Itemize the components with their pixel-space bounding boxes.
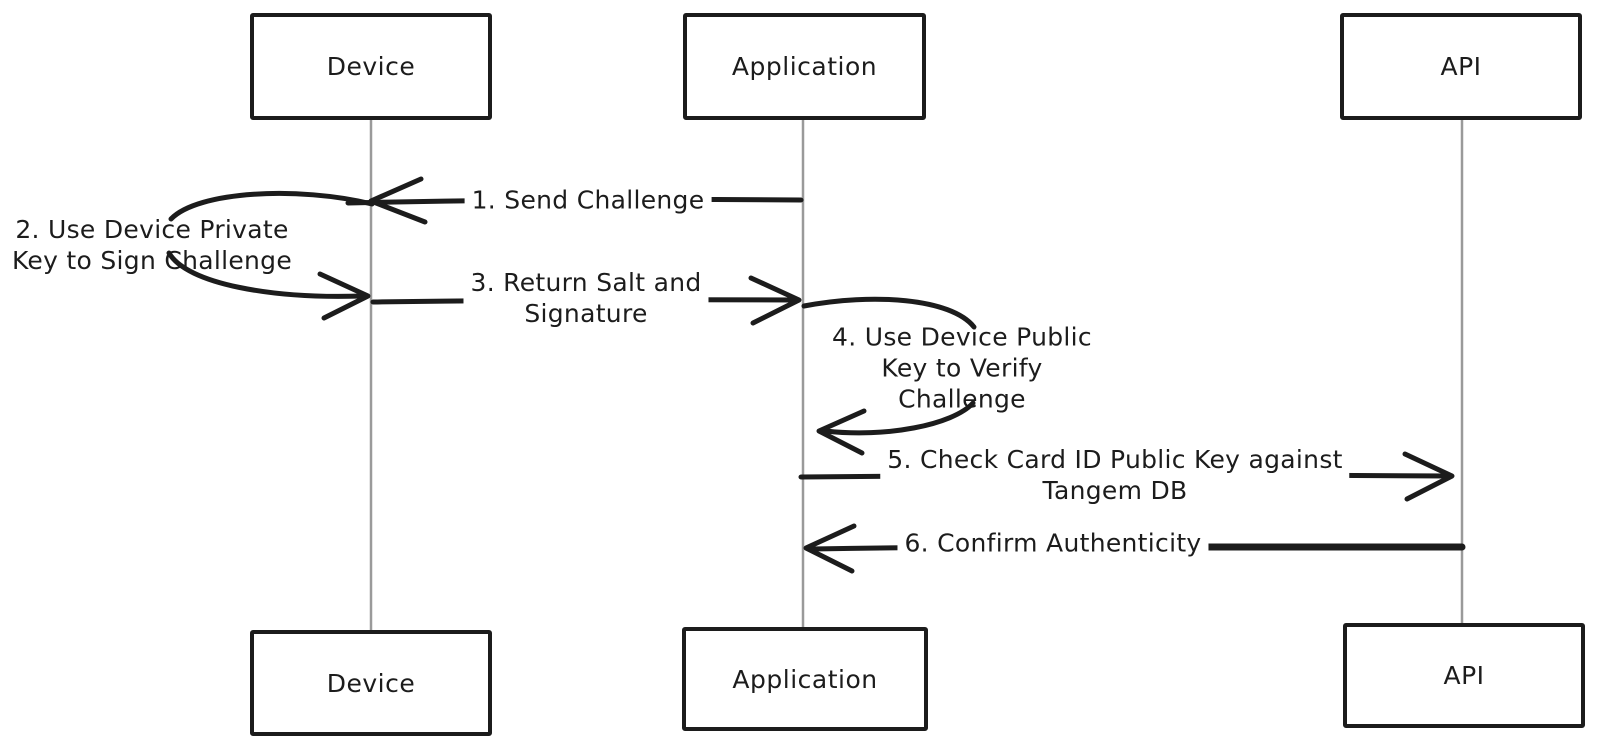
actor-box-application-top: Application: [683, 13, 926, 120]
arrowhead-right-icon: [1402, 451, 1455, 502]
actor-box-api-bottom: API: [1343, 623, 1585, 728]
actor-label-device: Device: [326, 668, 416, 698]
message-4-loop-bottom: [823, 400, 976, 436]
actor-box-device-top: Device: [250, 13, 492, 120]
actor-label-api: API: [1443, 661, 1485, 690]
message-5-label: 5. Check Card ID Public Key against Tang…: [880, 444, 1350, 506]
actor-box-application-bottom: Application: [682, 627, 928, 731]
actor-label-application: Application: [732, 664, 878, 694]
message-3-label: 3. Return Salt and Signature: [463, 267, 709, 329]
message-2-self-loop: [166, 190, 375, 321]
arrowhead-left-icon: [816, 408, 867, 456]
actor-box-device-bottom: Device: [250, 630, 492, 736]
actor-box-api-top: API: [1340, 13, 1582, 120]
message-4-loop-top: [801, 296, 977, 330]
message-2-loop-top: [168, 190, 375, 222]
arrowhead-left-icon: [368, 176, 428, 225]
actor-label-application: Application: [731, 52, 878, 81]
arrowhead-left-icon: [803, 523, 857, 574]
actor-label-api: API: [1440, 52, 1482, 81]
message-2-label: 2. Use Device Private Key to Sign Challe…: [11, 215, 293, 275]
arrowhead-right-icon: [317, 271, 371, 321]
arrowhead-right-icon: [748, 275, 802, 326]
message-1-label: 1. Send Challenge: [464, 184, 712, 216]
message-2-loop-bottom: [166, 250, 365, 299]
message-4-self-loop: [801, 296, 977, 456]
message-6-label: 6. Confirm Authenticity: [897, 527, 1209, 559]
message-4-label: 4. Use Device Public Key to Verify Chall…: [832, 322, 1092, 414]
actor-label-device: Device: [326, 52, 416, 81]
